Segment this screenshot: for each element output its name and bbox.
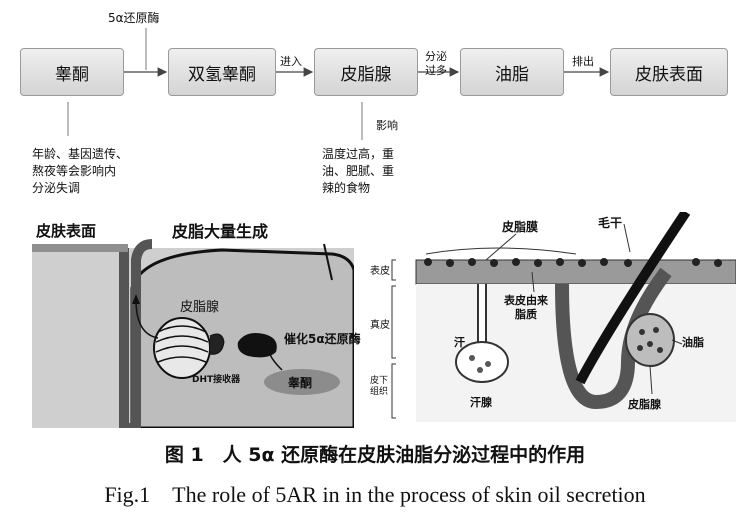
right-hair-shaft-label: 毛干 [598, 216, 623, 230]
right-sweat-gland-label: 汗腺 [470, 396, 492, 409]
flow-connectors [67, 28, 610, 140]
figure-caption-chinese: 图 1 人 5α 还原酶在皮肤油脂分泌过程中的作用 [164, 444, 586, 466]
flow-box-skin-surface: 皮肤表面 [610, 48, 728, 96]
arrow-label-discharge: 排出 [572, 55, 594, 68]
figure-caption-english: Fig.1 The role of 5AR in in the process … [104, 482, 646, 507]
testosterone-ellipse [264, 369, 340, 395]
flow-box-testosterone: 睾酮 [20, 48, 124, 96]
flow-box-oil: 油脂 [460, 48, 564, 96]
left-testosterone-label: 睾酮 [288, 376, 313, 390]
right-sweat-label: 汗 [454, 336, 465, 349]
sebum-arrow [323, 243, 333, 281]
note-mid: 温度过高，重 油、肥腻、重 辣的食物 [322, 147, 395, 195]
right-sebum-film-label: 皮脂膜 [502, 220, 539, 234]
flow-box-dht: 双氢睾酮 [168, 48, 276, 96]
right-oil-label: 油脂 [682, 336, 704, 349]
right-subcutis-label: 皮下 组织 [370, 376, 389, 397]
dht-receptor [209, 333, 225, 355]
note-mid-label: 影响 [376, 119, 398, 132]
skin-duct [119, 239, 153, 428]
flow-box-sebaceous-gland: 皮脂腺 [314, 48, 418, 96]
left-enzyme-label: 催化5α还原酶 [284, 332, 361, 346]
sebaceous-gland-bulb [153, 317, 211, 379]
epidermis-band [415, 259, 736, 285]
right-sebum-from-skin-label: 表皮由来 脂质 [504, 294, 548, 321]
left-skin-surface-label: 皮肤表面 [36, 222, 97, 240]
arrow-label-oversecrete: 分泌 过多 [425, 50, 447, 77]
top-enzyme-label: 5α还原酶 [108, 11, 160, 25]
left-receptor-label: DHT接收器 [192, 375, 241, 385]
gland-duct-arrow [135, 299, 159, 339]
right-diagram [366, 212, 736, 422]
right-sebaceous-gland-label: 皮脂腺 [628, 398, 661, 411]
right-sebaceous-gland [625, 313, 675, 367]
sebum-film-dots [424, 258, 722, 267]
left-sebum-production-label: 皮脂大量生成 [172, 222, 269, 241]
left-sebaceous-gland-label: 皮脂腺 [180, 300, 220, 315]
left-diagram [32, 210, 354, 428]
sweat-gland [455, 341, 509, 383]
hair-shaft [575, 212, 691, 385]
enzyme-blob [237, 333, 277, 358]
note-left: 年龄、基因遗传、 熬夜等会影响内 分泌失调 [32, 147, 129, 195]
right-dermis-label: 真皮 [370, 320, 390, 331]
right-epidermis-label: 表皮 [370, 266, 390, 277]
arrow-label-enter: 进入 [280, 55, 302, 68]
